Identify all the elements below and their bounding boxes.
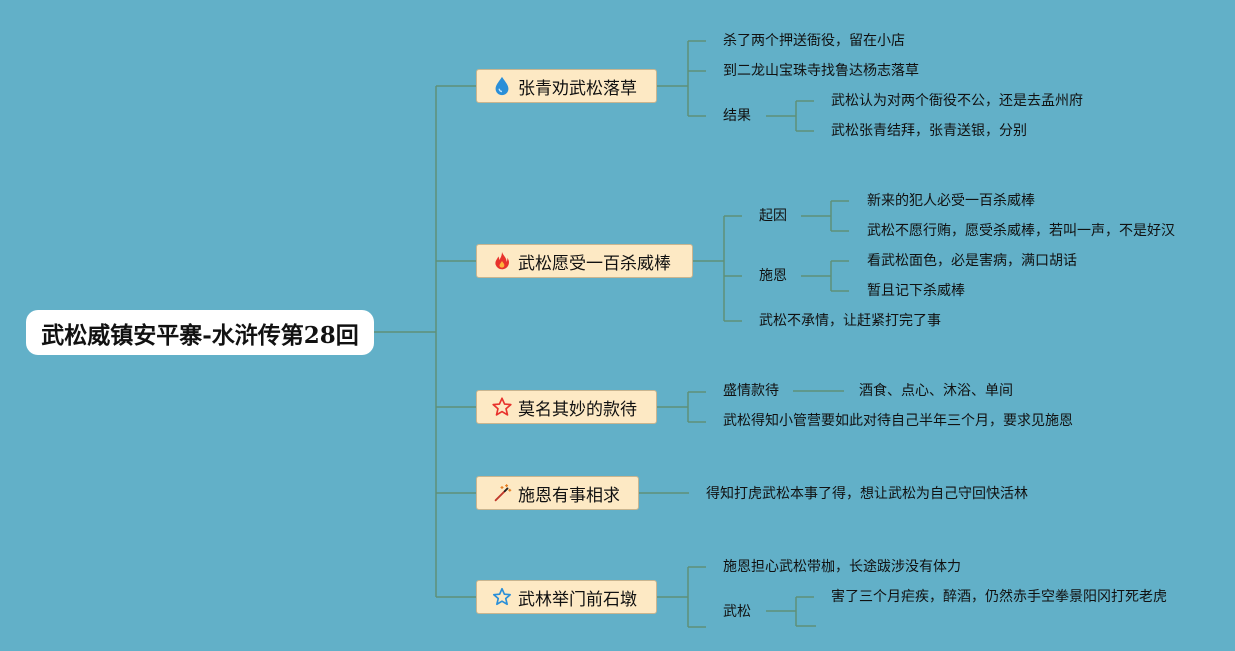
leaf-1-3[interactable]: 结果 bbox=[723, 108, 751, 124]
leaf-2-2-2[interactable]: 暂且记下杀威棒 bbox=[867, 283, 965, 299]
leaf-2-3[interactable]: 武松不承情，让赶紧打完了事 bbox=[759, 313, 941, 329]
leaf-2-2[interactable]: 施恩 bbox=[759, 268, 787, 284]
branch-topic-1[interactable]: 张青劝武松落草 bbox=[476, 69, 657, 103]
branch-topic-3[interactable]: 莫名其妙的款待 bbox=[476, 390, 657, 424]
leaf-3-2[interactable]: 武松得知小管营要如此对待自己半年三个月，要求见施恩 bbox=[723, 413, 1073, 429]
leaf-2-2-1[interactable]: 看武松面色，必是害病，满口胡话 bbox=[867, 253, 1077, 269]
star-outline-icon bbox=[491, 396, 513, 418]
branch-topic-4[interactable]: 施恩有事相求 bbox=[476, 476, 639, 510]
connector-b2 bbox=[693, 215, 742, 322]
leaf-2-1[interactable]: 起因 bbox=[759, 208, 787, 224]
star-blue-icon bbox=[491, 586, 513, 608]
water-drop-icon bbox=[491, 75, 513, 97]
leaf-1-3-2[interactable]: 武松张青结拜，张青送银，分别 bbox=[831, 123, 1027, 139]
root-topic[interactable]: 武松威镇安平寨-水浒传第28回 bbox=[26, 310, 374, 355]
connector-b3 bbox=[657, 391, 706, 423]
leaf-3-1-1[interactable]: 酒食、点心、沐浴、单间 bbox=[859, 383, 1013, 399]
connector-b2-shien bbox=[801, 260, 849, 292]
branch-label: 武林举门前石墩 bbox=[518, 589, 637, 610]
leaf-2-1-1[interactable]: 新来的犯人必受一百杀威棒 bbox=[867, 193, 1035, 209]
leaf-5-1[interactable]: 施恩担心武松带枷，长途跋涉没有体力 bbox=[723, 559, 961, 575]
branch-label: 莫名其妙的款待 bbox=[518, 399, 637, 420]
branch-topic-2[interactable]: 武松愿受一百杀威棒 bbox=[476, 244, 693, 278]
leaf-1-2[interactable]: 到二龙山宝珠寺找鲁达杨志落草 bbox=[723, 63, 919, 79]
leaf-5-2[interactable]: 武松 bbox=[723, 604, 751, 620]
leaf-1-3-1[interactable]: 武松认为对两个衙役不公，还是去孟州府 bbox=[831, 93, 1083, 109]
branch-label: 张青劝武松落草 bbox=[518, 78, 637, 99]
connector-b1-result bbox=[766, 100, 814, 132]
fire-icon bbox=[491, 250, 513, 272]
leaf-1-1[interactable]: 杀了两个押送衙役，留在小店 bbox=[723, 33, 905, 49]
connector-b5 bbox=[657, 566, 706, 628]
branch-topic-5[interactable]: 武林举门前石墩 bbox=[476, 580, 657, 614]
branch-label: 施恩有事相求 bbox=[518, 485, 620, 506]
connector-b2-cause bbox=[801, 200, 849, 232]
leaf-5-2-1[interactable]: 害了三个月疟疾，醉酒，仍然赤手空拳景阳冈打死老虎 bbox=[831, 589, 1167, 605]
magic-wand-icon bbox=[491, 482, 513, 504]
leaf-4-1[interactable]: 得知打虎武松本事了得，想让武松为自己守回快活林 bbox=[706, 486, 1028, 502]
connector-b5-wusong bbox=[766, 596, 816, 627]
branch-label: 武松愿受一百杀威棒 bbox=[518, 253, 671, 274]
leaf-2-1-2[interactable]: 武松不愿行贿，愿受杀威棒，若叫一声，不是好汉 bbox=[867, 223, 1175, 239]
leaf-3-1[interactable]: 盛情款待 bbox=[723, 383, 779, 399]
connector-b1 bbox=[657, 40, 706, 117]
